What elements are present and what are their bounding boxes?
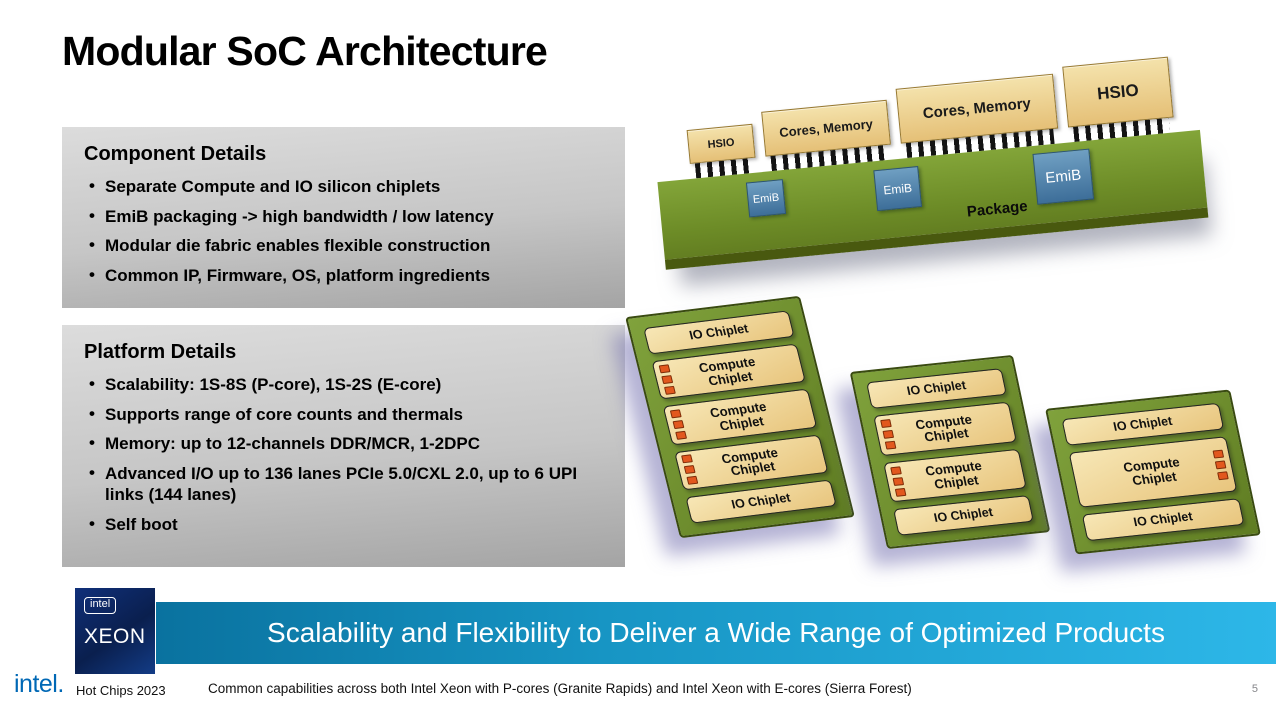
chiplet-label: IO Chiplet	[905, 378, 968, 398]
emib-connector-icon	[658, 363, 676, 395]
compute-chiplet: Compute Chiplet	[883, 448, 1027, 503]
bullet-item: EmiB packaging -> high bandwidth / low l…	[84, 206, 603, 228]
chiplet-label: IO Chiplet	[932, 504, 995, 525]
chiplet-label: Compute Chiplet	[719, 444, 780, 479]
chiplet-label: Compute Chiplet	[1121, 454, 1182, 489]
event-label: Hot Chips 2023	[76, 683, 166, 698]
compute-chiplet: Compute Chiplet	[1068, 436, 1238, 508]
bullet-item: Common IP, Firmware, OS, platform ingred…	[84, 265, 603, 287]
io-chiplet: IO Chiplet	[866, 368, 1007, 409]
platform-details-list: Scalability: 1S-8S (P-core), 1S-2S (E-co…	[84, 374, 603, 536]
package-label: Package	[966, 197, 1029, 221]
die-column: HSIO	[686, 123, 757, 179]
chiplet-label: IO Chiplet	[1111, 413, 1174, 434]
chiplet-label: IO Chiplet	[729, 490, 792, 512]
emib-connector-icon	[669, 409, 688, 440]
emib-connector-icon	[681, 454, 699, 486]
platform-details-heading: Platform Details	[84, 341, 237, 363]
bullet-item: Memory: up to 12-channels DDR/MCR, 1-2DP…	[84, 433, 603, 455]
bullet-item: Separate Compute and IO silicon chiplets	[84, 176, 603, 198]
footer-note: Common capabilities across both Intel Xe…	[208, 681, 912, 696]
bullet-item: Scalability: 1S-8S (P-core), 1S-2S (E-co…	[84, 374, 603, 396]
die-column: HSIO	[1062, 56, 1175, 143]
banner-text: Scalability and Flexibility to Deliver a…	[267, 617, 1165, 648]
chiplet-board: IO Chiplet Compute Chiplet IO Chiplet	[1045, 389, 1261, 555]
bullet-item: Modular die fabric enables flexible cons…	[84, 235, 603, 257]
emib-die: EmiB	[1032, 148, 1095, 205]
emib-connector-icon	[890, 466, 907, 497]
compute-chiplet: Compute Chiplet	[873, 401, 1017, 456]
chiplet-label: Compute Chiplet	[923, 458, 984, 492]
emib-connector-icon	[880, 419, 897, 450]
emib-die: EmiB	[745, 179, 787, 218]
intel-xeon-logo: intel XEON	[75, 588, 155, 674]
emib-connector-icon	[1212, 449, 1229, 481]
chiplet-board: IO Chiplet Compute Chiplet Compute Chipl…	[849, 354, 1051, 550]
io-chiplet: IO Chiplet	[893, 495, 1034, 536]
bullet-item: Supports range of core counts and therma…	[84, 404, 603, 426]
slide-title: Modular SoC Architecture	[62, 28, 548, 74]
bullet-item: Advanced I/O up to 136 lanes PCIe 5.0/CX…	[84, 463, 603, 505]
intel-logo: intel.	[14, 670, 64, 698]
chiplet-label: Compute Chiplet	[708, 399, 769, 434]
chiplet-board: IO Chiplet Compute Chiplet Compute Chipl…	[625, 295, 855, 539]
key-message-banner: Scalability and Flexibility to Deliver a…	[156, 602, 1276, 664]
xeon-wordmark: XEON	[84, 624, 146, 648]
component-details-panel: Component Details Separate Compute and I…	[62, 127, 625, 308]
chiplet-label: IO Chiplet	[687, 321, 750, 343]
package-diagram: HSIO Cores, Memory Cores, Memory HSIO Em…	[649, 38, 1209, 270]
component-details-heading: Component Details	[84, 143, 267, 165]
intel-logo-mini: intel	[84, 597, 117, 614]
component-details-list: Separate Compute and IO silicon chiplets…	[84, 176, 603, 287]
bullet-item: Self boot	[84, 514, 603, 536]
chiplet-label: Compute Chiplet	[697, 353, 757, 389]
chiplet-label: IO Chiplet	[1132, 509, 1194, 530]
emib-die: EmiB	[873, 166, 923, 212]
page-number: 5	[1251, 683, 1258, 695]
chiplet-label: Compute Chiplet	[913, 411, 974, 445]
hsio-die: HSIO	[1062, 56, 1174, 128]
platform-details-panel: Platform Details Scalability: 1S-8S (P-c…	[62, 325, 625, 567]
